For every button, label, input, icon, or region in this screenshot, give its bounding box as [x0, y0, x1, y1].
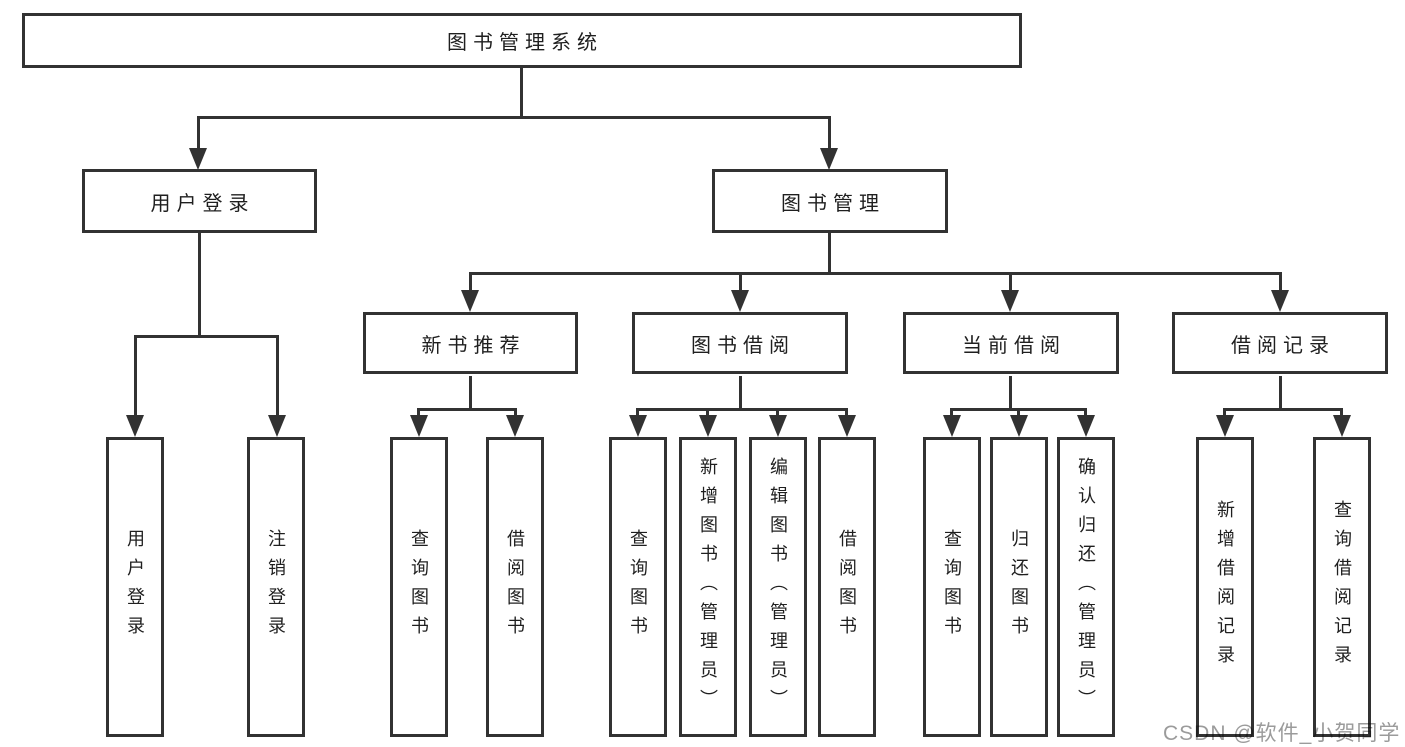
- connector-userlogin-stem: [198, 233, 201, 338]
- node-current-borrow: 当前借阅: [903, 312, 1119, 374]
- arrowhead-down-icon: [410, 415, 428, 437]
- leaf-query-borrow-record: 查询借阅记录: [1313, 437, 1371, 737]
- leaf-query-books-current: 查询图书: [923, 437, 981, 737]
- csdn-watermark: CSDN @软件_小贺同学: [1163, 722, 1401, 745]
- connector-newbook-drop-2: [514, 408, 517, 417]
- leaf-query-books-recommend: 查询图书: [390, 437, 448, 737]
- connector-l3-drop-4: [1279, 272, 1282, 292]
- connector-newbook-drop-1: [417, 408, 420, 417]
- node-user-login: 用户登录: [82, 169, 317, 233]
- connector-userlogin-drop-2: [276, 335, 279, 417]
- connector-newbook-stem: [469, 376, 472, 410]
- connector-records-drop-1: [1223, 408, 1226, 417]
- connector-borrow-drop-1: [636, 408, 639, 417]
- arrowhead-down-icon: [699, 415, 717, 437]
- node-new-book-recommend: 新书推荐: [363, 312, 578, 374]
- arrowhead-down-icon: [731, 290, 749, 312]
- connector-current-drop-3: [1084, 408, 1087, 417]
- leaf-return-books: 归还图书: [990, 437, 1048, 737]
- connector-records-splitter: [1223, 408, 1343, 411]
- connector-current-drop-1: [950, 408, 953, 417]
- leaf-add-books-admin: 新增图书（管理员）: [679, 437, 737, 737]
- connector-borrow-drop-3: [776, 408, 779, 417]
- connector-current-stem: [1009, 376, 1012, 410]
- connector-l3-drop-3: [1009, 272, 1012, 292]
- arrowhead-down-icon: [1333, 415, 1351, 437]
- connector-root-drop-right: [828, 116, 831, 152]
- connector-borrow-drop-4: [845, 408, 848, 417]
- connector-current-drop-2: [1017, 408, 1020, 417]
- arrowhead-down-icon: [1001, 290, 1019, 312]
- leaf-user-login: 用户登录: [106, 437, 164, 737]
- arrowhead-down-icon: [461, 290, 479, 312]
- node-borrow-records: 借阅记录: [1172, 312, 1388, 374]
- connector-records-drop-2: [1340, 408, 1343, 417]
- arrowhead-down-icon: [820, 148, 838, 170]
- leaf-borrow-books: 借阅图书: [818, 437, 876, 737]
- leaf-confirm-return-admin: 确认归还（管理员）: [1057, 437, 1115, 737]
- connector-borrow-drop-2: [706, 408, 709, 417]
- arrowhead-down-icon: [838, 415, 856, 437]
- arrowhead-down-icon: [1271, 290, 1289, 312]
- connector-l3-drop-1: [469, 272, 472, 292]
- connector-userlogin-drop-1: [134, 335, 137, 417]
- arrowhead-down-icon: [506, 415, 524, 437]
- arrowhead-down-icon: [268, 415, 286, 437]
- connector-bookmgmt-splitter: [469, 272, 1282, 275]
- connector-newbook-splitter: [417, 408, 517, 411]
- arrowhead-down-icon: [189, 148, 207, 170]
- leaf-query-books-borrow: 查询图书: [609, 437, 667, 737]
- connector-userlogin-splitter: [134, 335, 279, 338]
- leaf-logout: 注销登录: [247, 437, 305, 737]
- connector-root-drop-left: [197, 116, 200, 152]
- arrowhead-down-icon: [1216, 415, 1234, 437]
- arrowhead-down-icon: [769, 415, 787, 437]
- arrowhead-down-icon: [1010, 415, 1028, 437]
- leaf-borrow-books-recommend: 借阅图书: [486, 437, 544, 737]
- leaf-edit-books-admin: 编辑图书（管理员）: [749, 437, 807, 737]
- node-book-borrow: 图书借阅: [632, 312, 848, 374]
- node-root-system: 图书管理系统: [22, 13, 1022, 68]
- arrowhead-down-icon: [126, 415, 144, 437]
- arrowhead-down-icon: [629, 415, 647, 437]
- connector-root-splitter: [197, 116, 831, 119]
- connector-bookmgmt-stem: [828, 233, 831, 275]
- connector-borrow-stem: [739, 376, 742, 410]
- leaf-add-borrow-record: 新增借阅记录: [1196, 437, 1254, 737]
- arrowhead-down-icon: [1077, 415, 1095, 437]
- connector-records-stem: [1279, 376, 1282, 410]
- connector-borrow-splitter: [636, 408, 848, 411]
- node-book-management: 图书管理: [712, 169, 948, 233]
- arrowhead-down-icon: [943, 415, 961, 437]
- connector-l3-drop-2: [739, 272, 742, 292]
- connector-root-stem: [520, 68, 523, 119]
